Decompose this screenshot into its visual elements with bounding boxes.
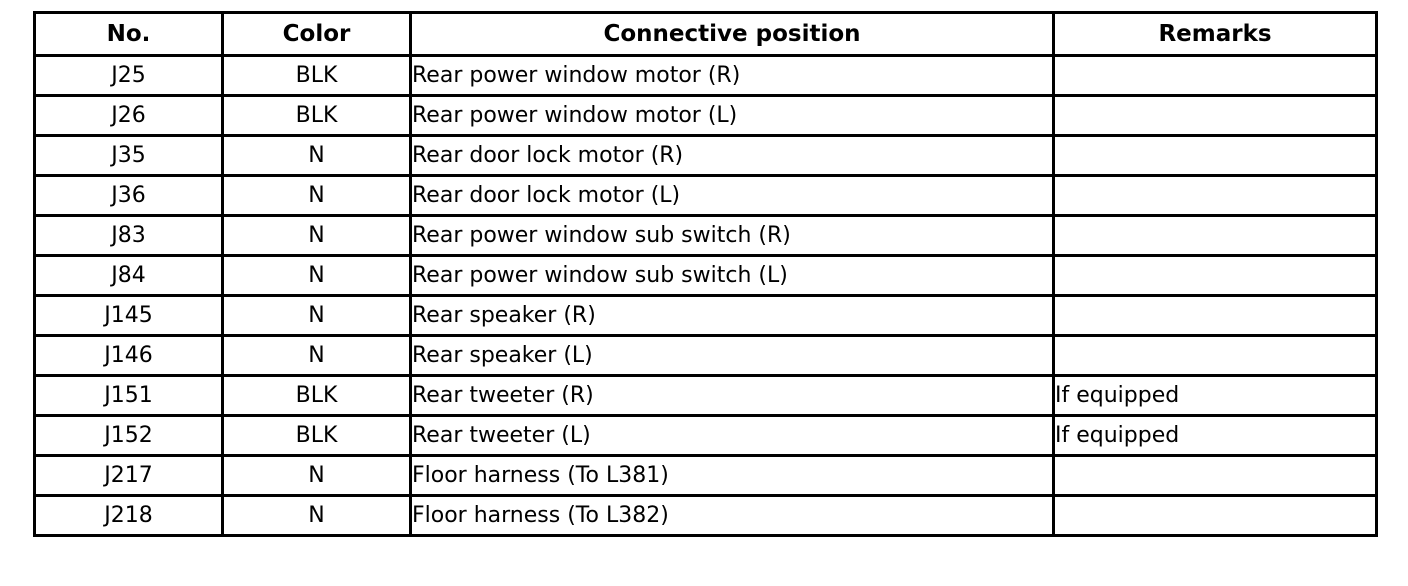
cell-connective-position: Rear door lock motor (L)	[409, 174, 1055, 217]
cell-no: J151	[33, 374, 224, 417]
cell-remarks	[1052, 214, 1378, 257]
cell-no: J152	[33, 414, 224, 457]
column-header-color: Color	[221, 11, 412, 57]
cell-remarks	[1052, 94, 1378, 137]
cell-connective-position: Rear power window sub switch (R)	[409, 214, 1055, 257]
cell-remarks	[1052, 454, 1378, 497]
table-header: No. Color Connective position Remarks	[33, 11, 1378, 57]
column-header-connective-position: Connective position	[409, 11, 1055, 57]
column-header-remarks: Remarks	[1052, 11, 1378, 57]
cell-color: BLK	[221, 374, 412, 417]
cell-no: J36	[33, 174, 224, 217]
cell-remarks	[1052, 134, 1378, 177]
cell-no: J218	[33, 494, 224, 537]
cell-color: N	[221, 174, 412, 217]
cell-no: J146	[33, 334, 224, 377]
cell-remarks: If equipped	[1052, 414, 1378, 457]
cell-no: J84	[33, 254, 224, 297]
cell-color: N	[221, 454, 412, 497]
cell-color: N	[221, 294, 412, 337]
connector-table-container: No. Color Connective position Remarks J2…	[33, 11, 1378, 537]
cell-remarks	[1052, 54, 1378, 97]
table-header-row: No. Color Connective position Remarks	[33, 11, 1378, 57]
cell-connective-position: Rear door lock motor (R)	[409, 134, 1055, 177]
cell-no: J83	[33, 214, 224, 257]
cell-connective-position: Floor harness (To L381)	[409, 454, 1055, 497]
cell-remarks	[1052, 174, 1378, 217]
cell-remarks	[1052, 494, 1378, 537]
cell-color: BLK	[221, 94, 412, 137]
cell-color: N	[221, 494, 412, 537]
cell-remarks: If equipped	[1052, 374, 1378, 417]
cell-connective-position: Floor harness (To L382)	[409, 494, 1055, 537]
cell-remarks	[1052, 254, 1378, 297]
column-header-no: No.	[33, 11, 224, 57]
cell-remarks	[1052, 294, 1378, 337]
cell-no: J26	[33, 94, 224, 137]
cell-color: N	[221, 214, 412, 257]
cell-connective-position: Rear power window motor (L)	[409, 94, 1055, 137]
cell-color: N	[221, 254, 412, 297]
cell-connective-position: Rear speaker (R)	[409, 294, 1055, 337]
connector-list-table: No. Color Connective position Remarks J2…	[33, 11, 1378, 537]
cell-no: J145	[33, 294, 224, 337]
cell-color: N	[221, 334, 412, 377]
cell-no: J217	[33, 454, 224, 497]
cell-no: J25	[33, 54, 224, 97]
cell-connective-position: Rear power window motor (R)	[409, 54, 1055, 97]
cell-remarks	[1052, 334, 1378, 377]
cell-connective-position: Rear speaker (L)	[409, 334, 1055, 377]
cell-connective-position: Rear tweeter (R)	[409, 374, 1055, 417]
cell-no: J35	[33, 134, 224, 177]
cell-connective-position: Rear tweeter (L)	[409, 414, 1055, 457]
cell-color: N	[221, 134, 412, 177]
cell-color: BLK	[221, 414, 412, 457]
cell-connective-position: Rear power window sub switch (L)	[409, 254, 1055, 297]
cell-color: BLK	[221, 54, 412, 97]
